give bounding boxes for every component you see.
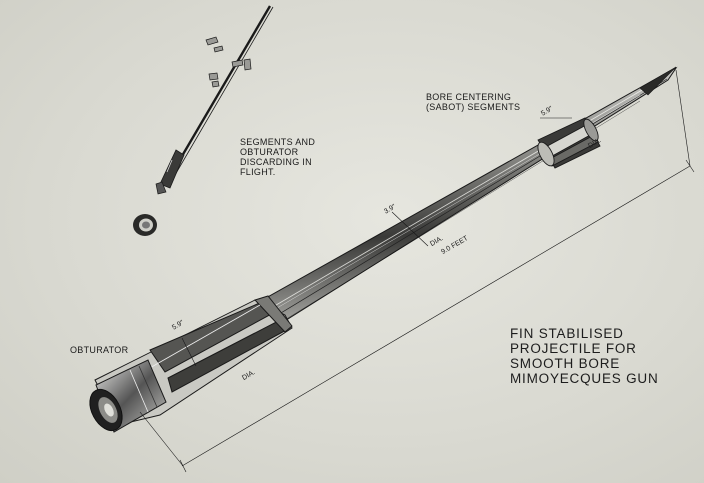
dimension-lines — [139, 69, 695, 473]
front-sabot-segments — [537, 117, 601, 169]
nose-tip — [639, 66, 677, 96]
bore-centering-label: BORE CENTERING (SABOT) SEGMENTS — [426, 92, 521, 112]
obturator-band — [89, 359, 167, 433]
flying-segments — [205, 36, 252, 88]
segments-discarding-label: SEGMENTS AND OBTURATOR DISCARDING IN FLI… — [240, 137, 316, 177]
discarding-projectile — [155, 5, 274, 195]
drawing-title: FIN STABILISED PROJECTILE FOR SMOOTH BOR… — [510, 326, 659, 386]
discarded-obturator — [133, 214, 157, 236]
obturator-label: OBTURATOR — [70, 345, 129, 355]
